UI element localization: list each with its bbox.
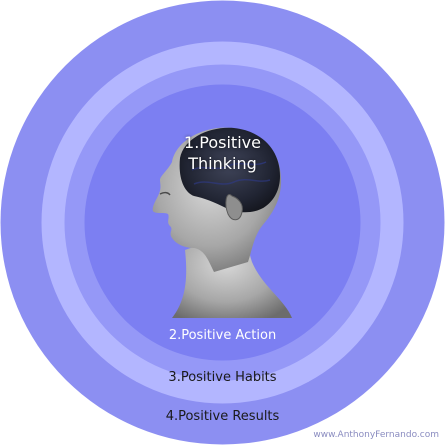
label-positive-thinking: 1.Positive Thinking xyxy=(0,132,445,174)
watermark: www.AnthonyFernando.com xyxy=(313,430,439,440)
label-positive-habits: 3.Positive Habits xyxy=(168,370,277,385)
head-illustration xyxy=(152,127,292,318)
label-positive-results: 4.Positive Results xyxy=(165,409,280,424)
label-positive-action: 2.Positive Action xyxy=(168,328,277,343)
label-positive-thinking-line1: 1.Positive xyxy=(184,133,261,152)
label-positive-thinking-line2: Thinking xyxy=(188,154,257,173)
